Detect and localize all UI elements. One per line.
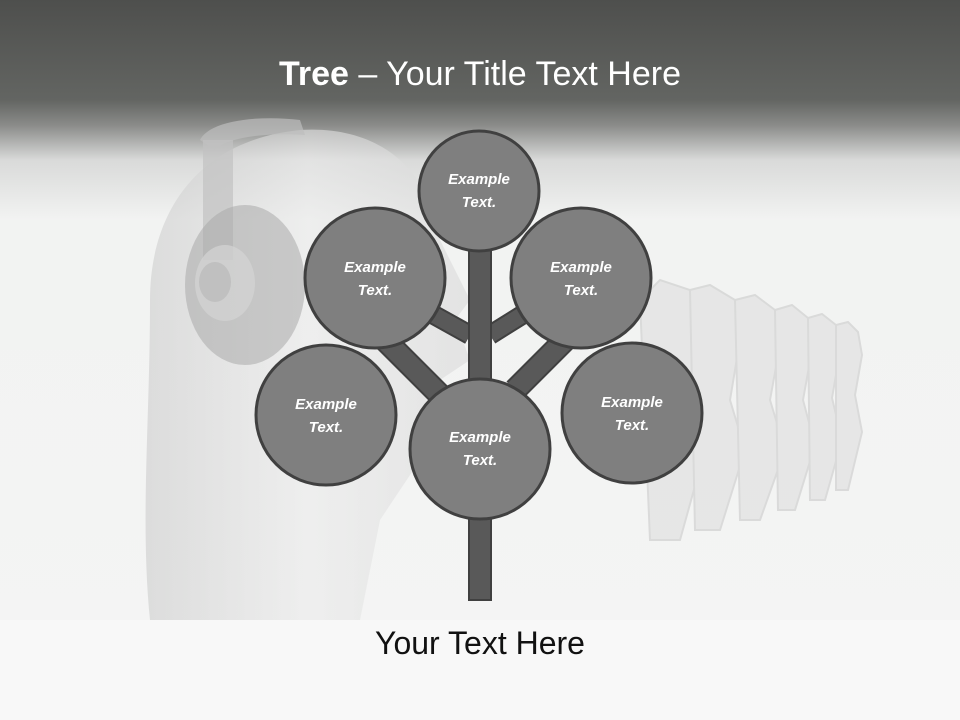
node-label-line1: Example bbox=[550, 259, 612, 276]
branch-center-left-low-fill bbox=[377, 332, 448, 403]
node-label-line2: Text. bbox=[462, 452, 498, 469]
node-label-line1: Example bbox=[448, 171, 510, 188]
branch-right-fill bbox=[507, 332, 573, 398]
node-label-lower-right: Example Text. bbox=[577, 391, 687, 437]
node-label-upper-left: Example Text. bbox=[320, 256, 430, 302]
node-circle-upper-left bbox=[303, 206, 447, 350]
node-label-lower-left: Example Text. bbox=[271, 393, 381, 439]
node-label-line2: Text. bbox=[308, 419, 344, 436]
node-label-top: Example Text. bbox=[424, 168, 534, 214]
node-circle-center bbox=[408, 377, 552, 521]
node-circle-top bbox=[417, 129, 541, 253]
node-label-upper-right: Example Text. bbox=[526, 256, 636, 302]
node-label-center: Example Text. bbox=[425, 426, 535, 472]
tree-nodes bbox=[254, 129, 704, 521]
node-label-line1: Example bbox=[601, 394, 663, 411]
node-label-line1: Example bbox=[344, 259, 406, 276]
node-circle-lower-left bbox=[254, 343, 398, 487]
node-circle-upper-right bbox=[509, 206, 653, 350]
node-label-line2: Text. bbox=[461, 194, 497, 211]
node-label-line2: Text. bbox=[563, 282, 599, 299]
node-circle-lower-right bbox=[560, 341, 704, 485]
node-label-line1: Example bbox=[295, 396, 357, 413]
title-rest: – Your Title Text Here bbox=[348, 55, 681, 93]
title-bold: Tree bbox=[279, 55, 349, 93]
node-label-line2: Text. bbox=[357, 282, 393, 299]
node-label-line2: Text. bbox=[614, 417, 650, 434]
caption-text: Your Text Here bbox=[375, 625, 585, 661]
slide-title: Tree – Your Title Text Here bbox=[0, 52, 960, 96]
node-label-line1: Example bbox=[449, 429, 511, 446]
